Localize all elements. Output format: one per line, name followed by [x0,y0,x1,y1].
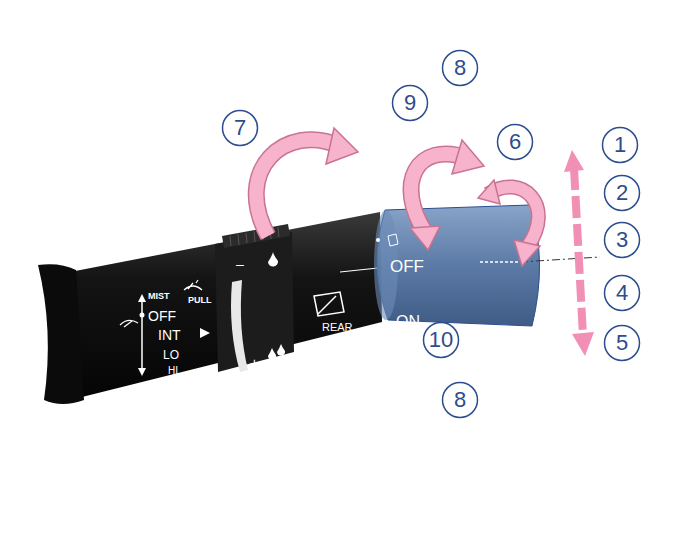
callout-number: 9 [391,84,429,116]
knob-dot [380,334,384,338]
callout-circle: 7 [221,109,259,147]
index-line [340,268,378,272]
drops-icon [268,344,285,360]
rear-wiper-knob [377,205,539,326]
callout-circle: 4 [603,274,641,312]
lever-body [70,212,382,398]
lever-marking: INT [158,328,181,342]
lever-marking: PULL [188,296,212,305]
wiper-icon [120,320,138,327]
callout-circle: 8 [441,381,479,419]
callout-circle: 2 [603,174,641,212]
callout-circle: 3 [603,221,641,259]
wiper-ring [215,232,294,372]
callout-circle: 6 [496,123,534,161]
callout-number: 7 [221,109,259,141]
axis-line [520,257,600,262]
lever-marking: OFF [148,309,176,323]
scale-line [141,300,143,372]
callout-circle: 8 [441,49,479,87]
callout-number: 5 [603,324,641,356]
drop-icon [268,252,278,267]
push-pull-arrow [564,150,594,356]
pointer-mark [200,328,210,338]
rotation-arrow [478,180,540,266]
lever-marking: ON [396,314,420,330]
off-dot [140,313,145,318]
lever-marking: OFF [390,258,424,275]
lever-marking: REAR [322,322,353,333]
rear-window-icon [314,292,344,316]
lever-marking: MIST [148,292,170,301]
lever-marking: HI [168,366,178,376]
scale-arrow [138,294,146,302]
callout-number: 2 [603,174,641,206]
lever-end-cap [38,264,84,404]
knob-window-icon [388,234,398,246]
callout-number: 3 [603,221,641,253]
callout-number: 8 [441,49,479,81]
rotation-arrow [410,140,484,250]
washer-icon [184,280,202,290]
knob-dot [376,238,380,242]
index-line [480,261,520,263]
callout-number: 4 [603,274,641,306]
callout-circle: 9 [391,84,429,122]
scale-arrow [138,368,146,376]
rotation-arrow [256,128,358,236]
lever-marking: – [236,257,244,271]
callout-circle: 1 [601,126,639,164]
callout-number: 10 [422,321,460,353]
callout-circle: 10 [422,321,460,359]
callout-number: 1 [601,126,639,158]
callout-number: 6 [496,123,534,155]
lever-marking: + [250,355,259,370]
callout-number: 8 [441,381,479,413]
ring-stripe [231,280,248,372]
callout-circle: 5 [603,324,641,362]
lever-marking: LO [163,349,179,361]
